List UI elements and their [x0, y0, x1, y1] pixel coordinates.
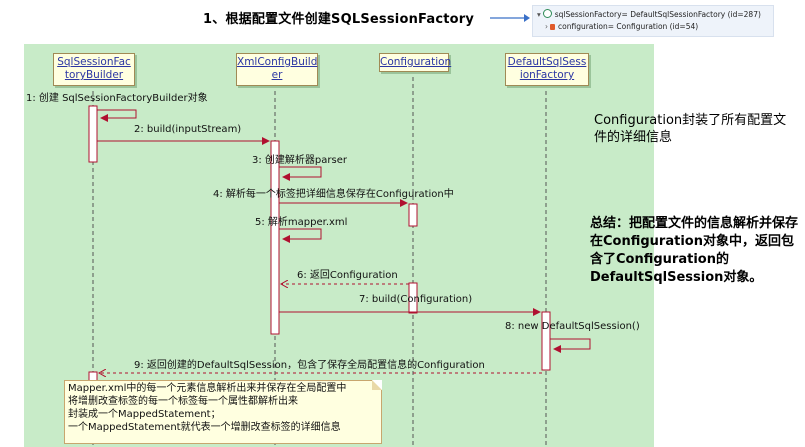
note-line: 将增删改查标签的每一个标签每一个属性都解析出来	[68, 396, 298, 407]
arrow-right-icon	[490, 14, 530, 22]
message-4-label: 4: 解析每一个标签把详细信息保存在Configuration中	[213, 189, 454, 200]
participant-label: toryBuilder	[64, 69, 124, 81]
expand-chevron-icon[interactable]: ›	[545, 22, 548, 31]
side-annotation: Configuration封装了所有配置文件的详细信息	[594, 113, 787, 145]
message-6-label: 6: 返回Configuration	[297, 270, 398, 281]
field-icon	[550, 24, 555, 30]
activation-defaultfactory	[541, 311, 551, 371]
note-fold-corner	[372, 380, 382, 390]
note-box: Mapper.xml中的每一个元素信息解析出来并保存在全局配置中 将增删改查标签…	[64, 380, 382, 444]
message-3-arrow	[279, 166, 322, 181]
field-icon	[542, 9, 552, 18]
participant-label: Configuration	[380, 56, 452, 68]
debug-variables-panel: ▾ sqlSessionFactory= DefaultSqlSessionFac…	[532, 5, 774, 37]
participant-sqlsessionfactorybuilder: SqlSessionFac toryBuilder	[53, 53, 135, 86]
summary-annotation: 总结：把配置文件的信息解析并保存在Configuration对象中，返回包含了C…	[590, 216, 799, 285]
participant-xmlconfigbuilder: XmlConfigBuild er	[236, 53, 318, 86]
debug-variable-row[interactable]: › configuration= Configuration (id=54)	[545, 22, 698, 31]
debug-variable-row[interactable]: ▾ sqlSessionFactory= DefaultSqlSessionFac…	[537, 9, 761, 19]
participant-defaultsqlsessionfactory: DefaultSqlSess ionFactory	[505, 53, 589, 86]
message-5-label: 5: 解析mapper.xml	[255, 217, 348, 228]
message-1-label: 1: 创建 SqlSessionFactoryBuilder对象	[26, 93, 208, 104]
message-3-label: 3: 创建解析器parser	[252, 155, 347, 166]
participant-label: ionFactory	[519, 69, 575, 81]
activation-configuration	[408, 203, 418, 227]
note-line: 封装成一个MappedStatement；	[68, 409, 221, 420]
collapse-chevron-icon[interactable]: ▾	[537, 10, 541, 19]
activation-configuration-return	[408, 282, 418, 314]
diagram-canvas	[24, 44, 654, 447]
message-8-arrow	[550, 338, 591, 353]
message-8-label: 8: new DefaultSqlSession()	[505, 321, 640, 332]
participant-configuration: Configuration	[379, 53, 452, 72]
message-1-arrow	[97, 109, 137, 122]
debug-variable-label: configuration= Configuration (id=54)	[558, 22, 699, 31]
activation-xmlconfig	[270, 140, 280, 335]
message-7-label: 7: build(Configuration)	[359, 294, 473, 305]
participant-label: XmlConfigBuild	[237, 56, 318, 68]
note-line: Mapper.xml中的每一个元素信息解析出来并保存在全局配置中	[68, 383, 347, 394]
debug-variable-label: sqlSessionFactory= DefaultSqlSessionFact…	[554, 10, 761, 19]
message-9-label: 9: 返回创建的DefaultSqlSession，包含了保存全局配置信息的Co…	[134, 360, 485, 371]
activation-builder	[88, 105, 98, 163]
note-line: 一个MappedStatement就代表一个增删改查标签的详细信息	[68, 422, 341, 433]
message-5-arrow	[279, 228, 322, 243]
participant-label: DefaultSqlSess	[507, 56, 587, 68]
participant-label: er	[271, 69, 283, 81]
page-title: 1、根据配置文件创建SQLSessionFactory	[203, 12, 475, 27]
message-2-label: 2: build(inputStream)	[134, 124, 242, 135]
participant-label: SqlSessionFac	[57, 56, 131, 68]
